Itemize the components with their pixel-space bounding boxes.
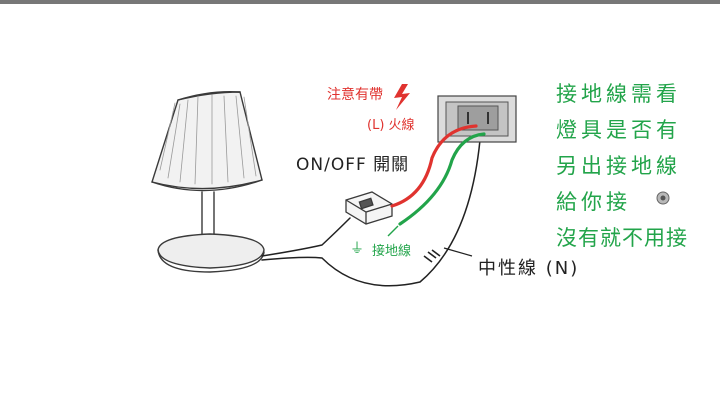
switch-label: ON/OFF 開關 [296, 155, 410, 175]
ground-wire [398, 132, 486, 226]
note-line: 沒有就不用接 [556, 226, 688, 250]
table-lamp [151, 90, 265, 273]
neutral-connector [423, 249, 441, 263]
lamp-cords [261, 139, 481, 287]
switch-box [345, 191, 393, 225]
note-block: 接地線需看 燈具是否有 另出接地線 給你接 沒有就不用接 [556, 76, 716, 256]
ground-symbol: ⏚ [350, 241, 364, 257]
ground-wire-label: 接地線 [372, 244, 412, 259]
note-line: 給你接 [556, 190, 631, 214]
lightning-icon [394, 84, 410, 110]
live-wire-label: (L) 火線 [367, 118, 415, 133]
dot-icon [656, 191, 670, 205]
note-line: 另出接地線 [556, 154, 681, 178]
top-bar [0, 0, 720, 4]
live-wire [390, 124, 478, 208]
note-line: 燈具是否有 [556, 118, 681, 142]
note-line: 接地線需看 [556, 82, 681, 106]
warning-label: 注意有帶 [327, 87, 383, 103]
lamp-stem [201, 191, 215, 241]
neutral-wire-label: 中性線 (N) [478, 258, 580, 279]
lamp-base [157, 233, 265, 269]
